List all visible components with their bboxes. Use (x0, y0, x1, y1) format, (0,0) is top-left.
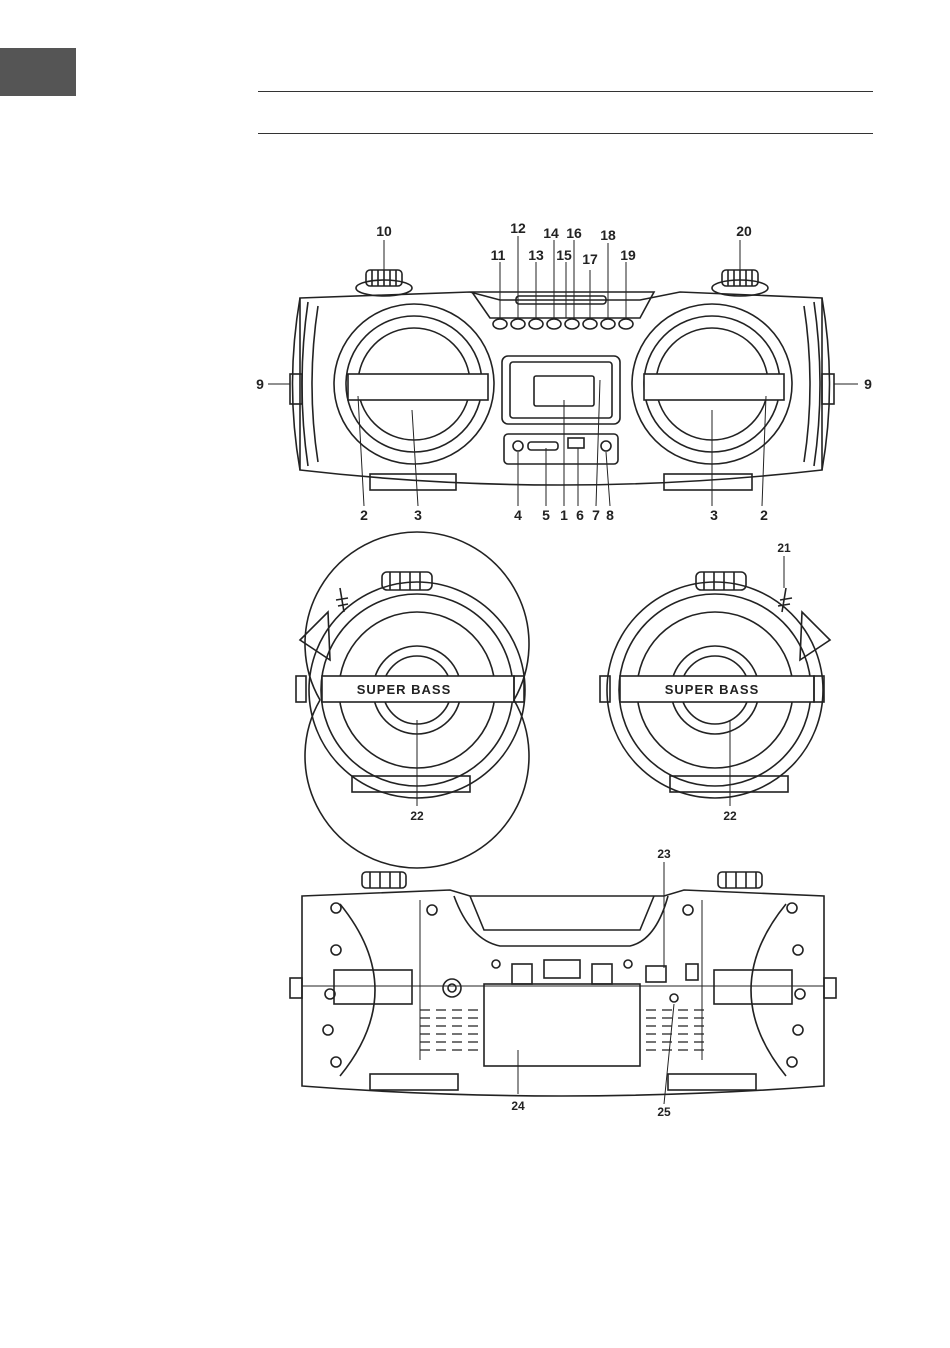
volume-knob (356, 270, 412, 296)
headphone-port (601, 441, 611, 451)
callout-11: 11 (491, 247, 506, 263)
back-screws (323, 903, 805, 1067)
front-leader-lines (268, 236, 858, 506)
display-screen (510, 362, 612, 418)
back-right-foot (668, 1074, 756, 1090)
back-knob-right (718, 872, 762, 888)
callout-22-right: 22 (723, 809, 737, 823)
side-right-bracket (800, 612, 830, 660)
callout-1: 1 (560, 507, 568, 523)
back-body-outline (302, 890, 824, 1096)
back-vent-left (420, 1010, 478, 1050)
ac-socket (686, 964, 698, 980)
callout-23: 23 (657, 847, 671, 861)
side-left-brand: SUPER BASS (357, 682, 452, 697)
side-right-foot (670, 776, 788, 792)
callout-22-left: 22 (410, 809, 424, 823)
back-knob-left (362, 872, 406, 888)
callout-15: 15 (556, 247, 572, 263)
callout-17: 17 (582, 251, 598, 267)
back-right-label-area (714, 970, 792, 1004)
callout-21: 21 (777, 541, 791, 555)
side-left-foot (352, 776, 470, 792)
callout-10: 10 (376, 223, 392, 239)
callout-7: 7 (592, 507, 600, 523)
callout-2-left: 2 (360, 507, 368, 523)
back-handle (454, 896, 668, 946)
front-view: 10 12 14 16 18 20 11 13 15 17 19 9 9 2 3… (256, 220, 872, 523)
power-switch (646, 966, 666, 982)
callout-20: 20 (736, 223, 752, 239)
terminal-right (592, 964, 612, 984)
front-right-handle (822, 374, 834, 404)
back-left-foot (370, 1074, 458, 1090)
side-right-brand: SUPER BASS (665, 682, 760, 697)
callout-13: 13 (528, 247, 544, 263)
callout-3-right: 3 (710, 507, 718, 523)
display-frame (502, 356, 620, 424)
callout-12: 12 (510, 220, 526, 236)
back-left-label-area (334, 970, 412, 1004)
callout-16: 16 (566, 225, 582, 241)
terminal-left (512, 964, 532, 984)
callout-8: 8 (606, 507, 614, 523)
tuning-knob (712, 270, 768, 296)
callout-14: 14 (543, 225, 559, 241)
usb-port (568, 438, 584, 448)
rating-label (544, 960, 580, 978)
front-left-end-panel (293, 298, 319, 470)
callout-3-left: 3 (414, 507, 422, 523)
callout-4: 4 (514, 507, 522, 523)
front-right-end-panel (804, 298, 830, 470)
battery-compartment-cover (484, 984, 640, 1066)
side-view-right: SUPER BASS 22 21 (600, 541, 830, 823)
callout-5: 5 (542, 507, 550, 523)
callout-9-left: 9 (256, 376, 264, 392)
back-view: 23 24 25 (290, 847, 836, 1119)
callout-24: 24 (511, 1099, 525, 1113)
control-buttons (493, 319, 633, 329)
callout-18: 18 (600, 227, 616, 243)
sd-card-slot (528, 442, 558, 450)
callout-25: 25 (657, 1105, 671, 1119)
side-view-left: SUPER BASS 22 (296, 532, 529, 868)
dc-in-jack (443, 979, 461, 997)
callout-19: 19 (620, 247, 636, 263)
reset-button (670, 994, 678, 1002)
back-vent-right (646, 1010, 704, 1050)
aux-in-port (513, 441, 523, 451)
callout-2-right: 2 (760, 507, 768, 523)
callout-6: 6 (576, 507, 584, 523)
callout-9-right: 9 (864, 376, 872, 392)
